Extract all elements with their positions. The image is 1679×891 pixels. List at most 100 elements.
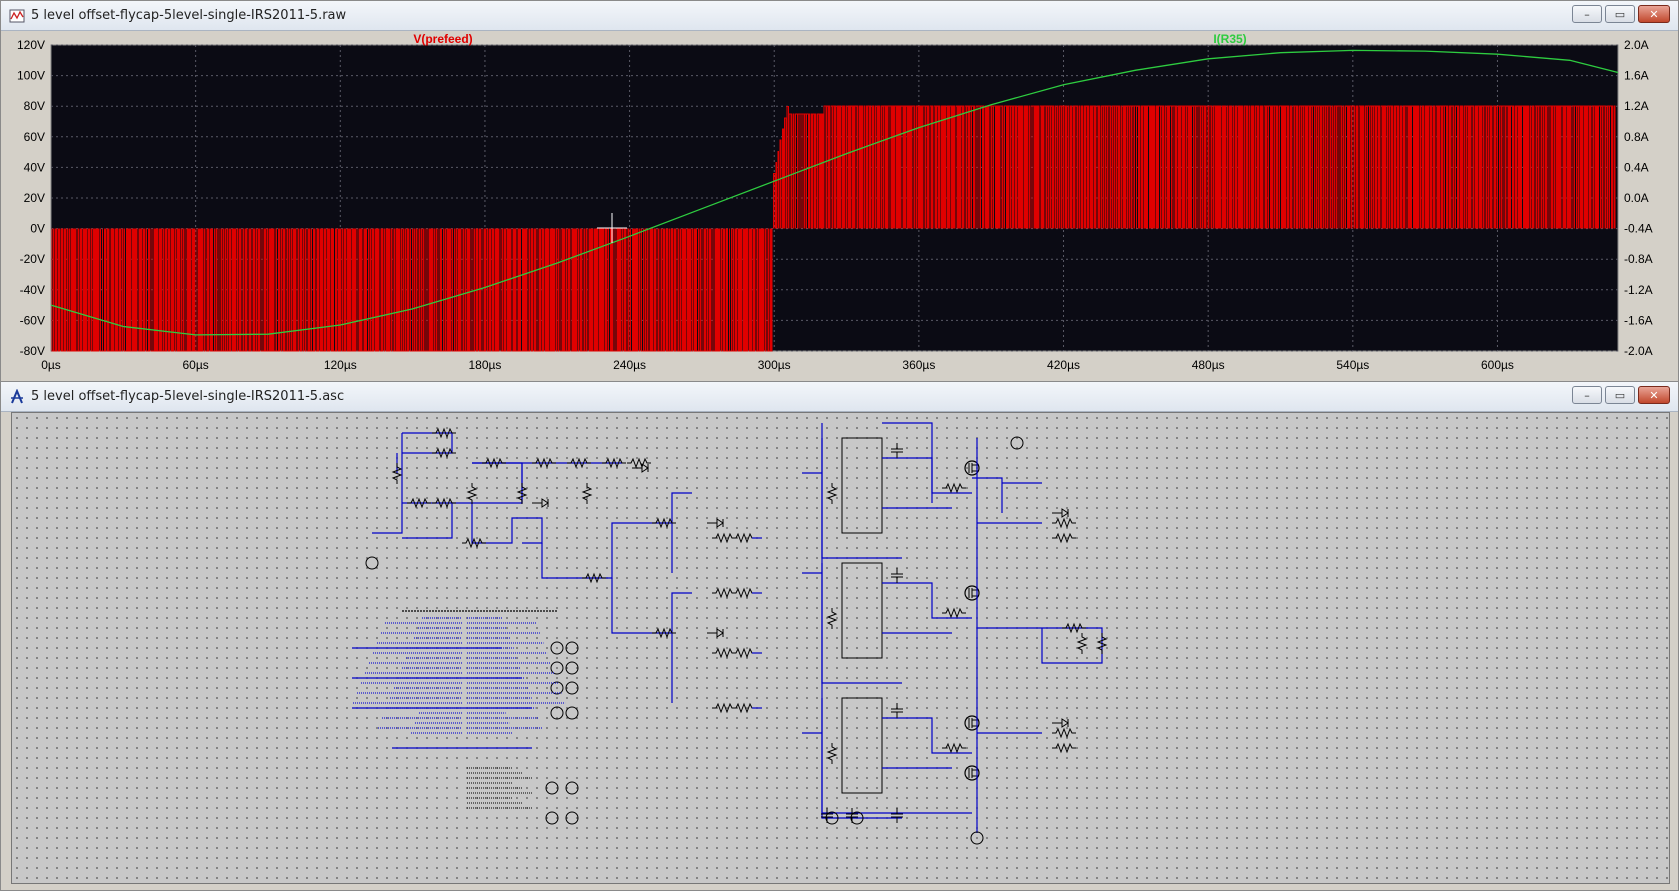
- waveform-close-button[interactable]: ✕: [1638, 5, 1670, 23]
- y-left-tick-label: 0V: [30, 222, 45, 236]
- resistor-symbol[interactable]: [652, 627, 676, 639]
- diode-symbol[interactable]: [532, 498, 549, 508]
- resistor-symbol[interactable]: [466, 483, 478, 504]
- diode-symbol[interactable]: [1052, 718, 1069, 728]
- schematic-drawing[interactable]: [12, 413, 1669, 883]
- resistor-symbol[interactable]: [712, 587, 736, 599]
- resistor-symbol[interactable]: [732, 587, 756, 599]
- resistor-symbol[interactable]: [482, 457, 506, 469]
- resistor-symbol[interactable]: [1076, 633, 1088, 654]
- resistor-symbol[interactable]: [407, 497, 431, 509]
- capacitor-symbol[interactable]: [891, 808, 903, 823]
- schematic-maximize-button[interactable]: ▭: [1605, 386, 1635, 404]
- schematic-minimize-button[interactable]: –: [1572, 386, 1602, 404]
- mosfet-symbol[interactable]: [964, 715, 980, 731]
- voltage-source-symbol[interactable]: [565, 706, 579, 720]
- voltage-source-symbol[interactable]: [970, 831, 984, 845]
- voltage-source-symbol[interactable]: [1010, 436, 1024, 450]
- resistor-symbol[interactable]: [942, 607, 966, 619]
- resistor-symbol[interactable]: [942, 742, 966, 754]
- voltage-source-symbol[interactable]: [365, 556, 379, 570]
- y-left-tick-label: 80V: [24, 99, 45, 113]
- x-tick-label: 420µs: [1047, 358, 1080, 372]
- diode-symbol[interactable]: [707, 518, 724, 528]
- resistor-symbol[interactable]: [732, 532, 756, 544]
- resistor-symbol[interactable]: [432, 447, 456, 459]
- resistor-symbol[interactable]: [432, 427, 456, 439]
- resistor-symbol[interactable]: [532, 457, 556, 469]
- diode-symbol[interactable]: [707, 628, 724, 638]
- schematic-canvas[interactable]: [11, 412, 1670, 884]
- voltage-source-symbol[interactable]: [550, 681, 564, 695]
- ic-symbol[interactable]: [841, 562, 883, 659]
- voltage-source-symbol[interactable]: [545, 811, 559, 825]
- y-right-tick-label: -1.6A: [1624, 313, 1653, 327]
- resistor-symbol[interactable]: [1096, 633, 1108, 654]
- diode-symbol[interactable]: [1052, 508, 1069, 518]
- wire: [821, 698, 902, 819]
- resistor-symbol[interactable]: [826, 743, 838, 764]
- resistor-symbol[interactable]: [627, 457, 651, 469]
- waveform-chart[interactable]: 120V100V80V60V40V20V0V-20V-40V-60V-80V2.…: [1, 31, 1678, 381]
- mosfet-symbol[interactable]: [964, 460, 980, 476]
- ic-symbol[interactable]: [841, 697, 883, 794]
- y-left-tick-label: -40V: [20, 283, 45, 297]
- schematic-titlebar[interactable]: 5 level offset-flycap-5level-single-IRS2…: [1, 382, 1678, 412]
- wire: [402, 432, 453, 454]
- resistor-symbol[interactable]: [1052, 727, 1076, 739]
- capacitor-symbol[interactable]: [891, 443, 903, 458]
- y-right-tick-label: 0.8A: [1624, 130, 1649, 144]
- resistor-symbol[interactable]: [732, 702, 756, 714]
- voltage-source-symbol[interactable]: [550, 661, 564, 675]
- voltage-source-symbol[interactable]: [565, 781, 579, 795]
- waveform-minimize-button[interactable]: –: [1572, 5, 1602, 23]
- voltage-source-symbol[interactable]: [545, 781, 559, 795]
- resistor-symbol[interactable]: [826, 608, 838, 629]
- resistor-symbol[interactable]: [712, 647, 736, 659]
- resistor-symbol[interactable]: [1052, 532, 1076, 544]
- legend-vprefeed[interactable]: V(prefeed): [413, 32, 472, 46]
- voltage-source-symbol[interactable]: [550, 706, 564, 720]
- resistor-symbol[interactable]: [732, 647, 756, 659]
- waveform-window-title: 5 level offset-flycap-5level-single-IRS2…: [31, 8, 347, 23]
- ic-symbol[interactable]: [841, 437, 883, 534]
- capacitor-symbol[interactable]: [891, 568, 903, 583]
- resistor-symbol[interactable]: [391, 463, 403, 484]
- resistor-symbol[interactable]: [1062, 622, 1086, 634]
- voltage-source-symbol[interactable]: [565, 811, 579, 825]
- minimize-icon: –: [1584, 388, 1590, 402]
- resistor-symbol[interactable]: [652, 517, 676, 529]
- resistor-symbol[interactable]: [567, 457, 591, 469]
- mosfet-symbol[interactable]: [964, 765, 980, 781]
- wire: [977, 627, 1103, 664]
- voltage-source-symbol[interactable]: [565, 681, 579, 695]
- schematic-close-button[interactable]: ✕: [1638, 386, 1670, 404]
- waveform-maximize-button[interactable]: ▭: [1605, 5, 1635, 23]
- diode-symbol[interactable]: [632, 463, 649, 473]
- mosfet-symbol[interactable]: [964, 585, 980, 601]
- resistor-symbol[interactable]: [602, 457, 626, 469]
- schematic-window[interactable]: 5 level offset-flycap-5level-single-IRS2…: [0, 381, 1679, 891]
- legend-ir35[interactable]: I(R35): [1213, 32, 1246, 46]
- resistor-symbol[interactable]: [826, 483, 838, 504]
- voltage-source-symbol[interactable]: [565, 661, 579, 675]
- resistor-symbol[interactable]: [516, 483, 528, 504]
- resistor-symbol[interactable]: [462, 537, 486, 549]
- waveform-window[interactable]: 5 level offset-flycap-5level-single-IRS2…: [0, 0, 1679, 381]
- resistor-symbol[interactable]: [432, 497, 456, 509]
- wire: [611, 578, 692, 634]
- voltage-source-symbol[interactable]: [565, 641, 579, 655]
- resistor-symbol[interactable]: [1052, 517, 1076, 529]
- voltage-source-symbol[interactable]: [825, 811, 839, 825]
- resistor-symbol[interactable]: [582, 572, 606, 584]
- waveform-titlebar[interactable]: 5 level offset-flycap-5level-single-IRS2…: [1, 1, 1678, 31]
- resistor-symbol[interactable]: [712, 532, 736, 544]
- resistor-symbol[interactable]: [1052, 742, 1076, 754]
- resistor-symbol[interactable]: [712, 702, 736, 714]
- resistor-symbol[interactable]: [581, 483, 593, 504]
- voltage-source-symbol[interactable]: [850, 811, 864, 825]
- voltage-source-symbol[interactable]: [550, 641, 564, 655]
- capacitor-symbol[interactable]: [891, 703, 903, 718]
- resistor-symbol[interactable]: [942, 482, 966, 494]
